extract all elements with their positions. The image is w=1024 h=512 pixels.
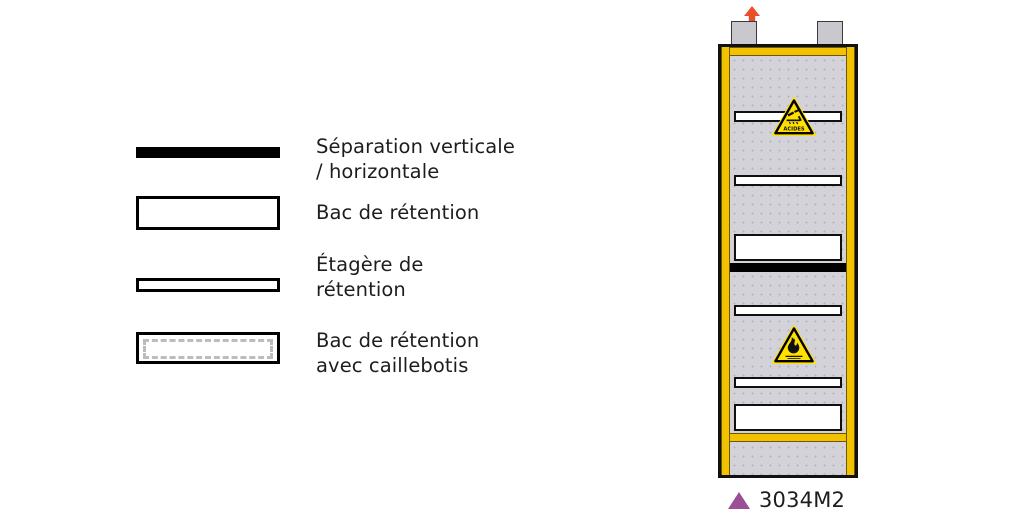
frame-post-left bbox=[721, 47, 730, 475]
svg-text:ACIDES: ACIDES bbox=[783, 127, 805, 133]
acid-hazard-pictogram-icon: ACIDES bbox=[772, 97, 816, 136]
grating-pattern bbox=[143, 339, 273, 359]
frame-rail-top bbox=[730, 47, 846, 56]
flammable-hazard-pictogram-icon bbox=[772, 325, 816, 364]
legend-swatch-separation bbox=[136, 147, 280, 158]
cabinet-body: ACIDES bbox=[718, 44, 858, 478]
legend-label-retention-shelf: Étagère de rétention bbox=[316, 252, 556, 302]
legend-label-tray-with-grating-line2: avec caillebotis bbox=[316, 354, 469, 377]
legend-label-separation-line2: / horizontale bbox=[316, 160, 440, 183]
legend-label-retention-shelf-line2: rétention bbox=[316, 278, 406, 301]
legend-swatch-retention-shelf bbox=[136, 278, 280, 292]
retention-tray-1 bbox=[734, 234, 842, 261]
legend-swatch-tray-with-grating bbox=[136, 332, 280, 364]
exhaust-up-arrow-icon bbox=[744, 6, 760, 32]
frame-rail-bottom bbox=[730, 433, 846, 442]
model-label: 3034M2 bbox=[728, 488, 845, 512]
legend-label-separation-line1: Séparation verticale bbox=[316, 135, 515, 158]
legend-label-retention-tray-line1: Bac de rétention bbox=[316, 201, 480, 224]
legend-label-retention-tray: Bac de rétention bbox=[316, 200, 556, 225]
vent-block-right-icon bbox=[817, 21, 843, 47]
horizontal-separation bbox=[730, 263, 846, 272]
retention-tray-2 bbox=[734, 404, 842, 431]
retention-shelf-2 bbox=[734, 175, 842, 186]
safety-cabinet-diagram: ACIDES bbox=[712, 6, 864, 486]
legend-label-separation: Séparation verticale / horizontale bbox=[316, 134, 556, 184]
legend-swatch-retention-tray bbox=[136, 196, 280, 230]
frame-post-right bbox=[846, 47, 855, 475]
legend-label-tray-with-grating-line1: Bac de rétention bbox=[316, 329, 480, 352]
retention-shelf-3 bbox=[734, 305, 842, 316]
legend-label-tray-with-grating: Bac de rétention avec caillebotis bbox=[316, 328, 556, 378]
triangle-marker-icon bbox=[728, 491, 750, 509]
legend: Séparation verticale / horizontale Bac d… bbox=[136, 128, 556, 398]
retention-shelf-4 bbox=[734, 377, 842, 388]
model-code: 3034M2 bbox=[759, 488, 846, 512]
vent-block-left-icon bbox=[731, 21, 757, 47]
legend-label-retention-shelf-line1: Étagère de bbox=[316, 253, 424, 276]
